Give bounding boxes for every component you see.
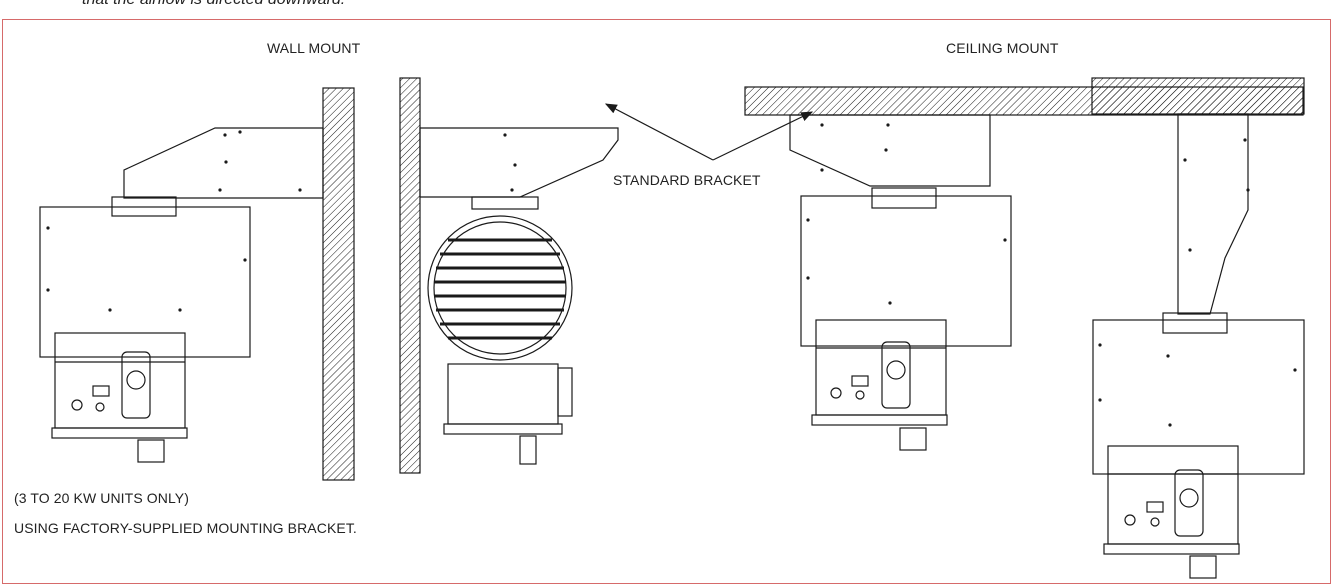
control-box-3 — [815, 319, 947, 416]
conduit-1 — [137, 439, 165, 463]
heater-body-1 — [39, 206, 251, 358]
fan-guard-outer — [427, 215, 573, 361]
grille-slats — [434, 238, 566, 340]
switch-1 — [92, 385, 110, 397]
base-plate-1 — [51, 427, 188, 439]
wall-hatch-1 — [322, 87, 355, 481]
leader-arrow-left — [604, 103, 714, 161]
wall-mount-label: WALL MOUNT — [267, 40, 361, 56]
control-box-1 — [54, 332, 186, 429]
wall-mount-front-unit — [399, 77, 619, 474]
thermostat-knob-1 — [121, 351, 151, 419]
rivet-dots — [46, 123, 1297, 427]
standard-bracket-label: STANDARD BRACKET — [613, 172, 761, 188]
bracket-clamp-4 — [1162, 312, 1228, 334]
heater-body-3 — [800, 195, 1012, 347]
bracket-clamp-2 — [471, 196, 539, 210]
switch-4 — [1146, 501, 1164, 513]
standard-bracket-1 — [123, 127, 324, 199]
leader-arrow-right — [712, 111, 814, 161]
control-box-4 — [1107, 445, 1239, 545]
control-box-2 — [447, 363, 559, 425]
heater-body-4 — [1092, 319, 1305, 475]
switch-3 — [851, 375, 869, 387]
bracket-clamp-3 — [871, 187, 937, 209]
wall-hatch-2 — [399, 77, 421, 474]
ceiling-mount-label: CEILING MOUNT — [946, 40, 1059, 56]
base-plate-3 — [811, 414, 948, 426]
base-plate-2 — [443, 423, 563, 435]
side-handle-2 — [557, 367, 573, 417]
wall-mount-side-unit — [39, 87, 355, 481]
ceiling-mount-side-unit — [744, 86, 1304, 451]
drop-bracket — [1177, 113, 1249, 315]
thermostat-knob-3 — [881, 341, 911, 409]
bracket-note: USING FACTORY-SUPPLIED MOUNTING BRACKET. — [14, 520, 357, 536]
bracket-leader-arrows — [604, 103, 814, 161]
base-plate-4 — [1103, 543, 1240, 555]
units-note: (3 TO 20 KW UNITS ONLY) — [14, 490, 190, 506]
conduit-3 — [899, 427, 927, 451]
standard-bracket-3 — [789, 114, 991, 187]
ceiling-hatch-2 — [1091, 77, 1305, 115]
ceiling-mount-drop-unit — [1091, 77, 1305, 579]
fan-guard-inner — [433, 221, 567, 355]
thermostat-knob-4 — [1174, 469, 1204, 537]
standard-bracket-2 — [419, 127, 619, 198]
conduit-2 — [519, 435, 537, 465]
cut-header-text: that the airflow is directed downward. — [82, 0, 345, 9]
conduit-4 — [1189, 555, 1217, 579]
